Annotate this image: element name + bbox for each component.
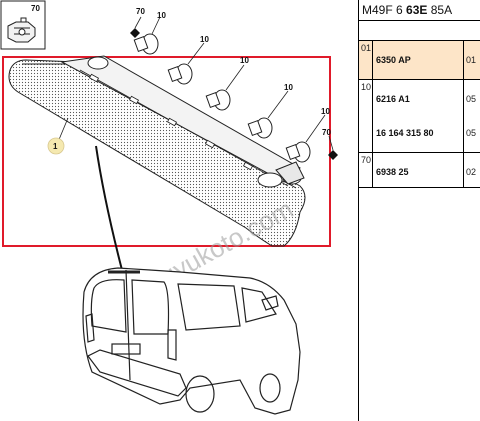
table-subheader [359, 21, 480, 41]
bulb-icon[interactable] [133, 33, 159, 55]
callout-part-label: 1 [53, 142, 58, 151]
callout-bulb-1: 10 [157, 11, 166, 20]
part-qty: 05 [466, 94, 477, 104]
bulb-icon[interactable] [205, 89, 231, 111]
holder-clip-icon[interactable] [130, 28, 140, 38]
part-code[interactable]: 6938 25 [376, 167, 409, 177]
row-number: 01 [359, 41, 373, 79]
part-qty: 01 [466, 55, 477, 65]
ref-suffix: 85A [430, 3, 453, 17]
bulb-icon[interactable] [285, 141, 311, 163]
row-number: 10 [359, 80, 373, 152]
bulb-icon[interactable] [247, 117, 273, 139]
callout-bulb-4: 10 [284, 83, 293, 92]
reference-header: M49F 6 63E 85A [359, 0, 480, 21]
brake-lamp-assembly[interactable] [8, 55, 306, 247]
inset-label: 70 [31, 4, 40, 13]
bulb-icon[interactable] [167, 63, 193, 85]
ref-bold: 63E [406, 3, 428, 17]
bulb-holder-icon [7, 17, 36, 43]
inset-box[interactable]: 70 [0, 0, 46, 50]
part-code[interactable]: 16 164 315 80 [376, 128, 434, 138]
part-code[interactable]: 6216 A1 [376, 94, 410, 104]
callout-bulb-3: 10 [240, 56, 249, 65]
part-qty: 02 [466, 167, 477, 177]
leader-lines [57, 16, 334, 151]
part-1-callout[interactable]: 1 [47, 137, 65, 155]
callout-holder-top: 70 [136, 7, 145, 16]
part-qty: 05 [466, 128, 477, 138]
part-code[interactable]: 6350 AP [376, 55, 411, 65]
table-row[interactable]: 01 6350 AP 01 [359, 41, 480, 80]
callout-bulb-2: 10 [200, 35, 209, 44]
selection-frame[interactable] [2, 56, 331, 247]
table-row[interactable]: 70 6938 25 02 [359, 153, 480, 188]
callout-holder-right: 70 [322, 128, 331, 137]
exploded-diagram: 70 [0, 0, 338, 415]
vehicle-rear-illustration [82, 267, 301, 415]
row-number: 70 [359, 153, 373, 187]
parts-table: M49F 6 63E 85A 01 6350 AP 01 10 6216 A1 … [358, 0, 480, 421]
callout-bulb-5: 10 [321, 107, 330, 116]
holder-clip-icon[interactable] [328, 150, 338, 160]
bulbs[interactable] [133, 33, 311, 163]
table-row[interactable]: 10 6216 A1 16 164 315 80 05 05 [359, 80, 480, 153]
ref-prefix: M49F 6 [362, 3, 403, 17]
connection-wire [95, 145, 123, 271]
